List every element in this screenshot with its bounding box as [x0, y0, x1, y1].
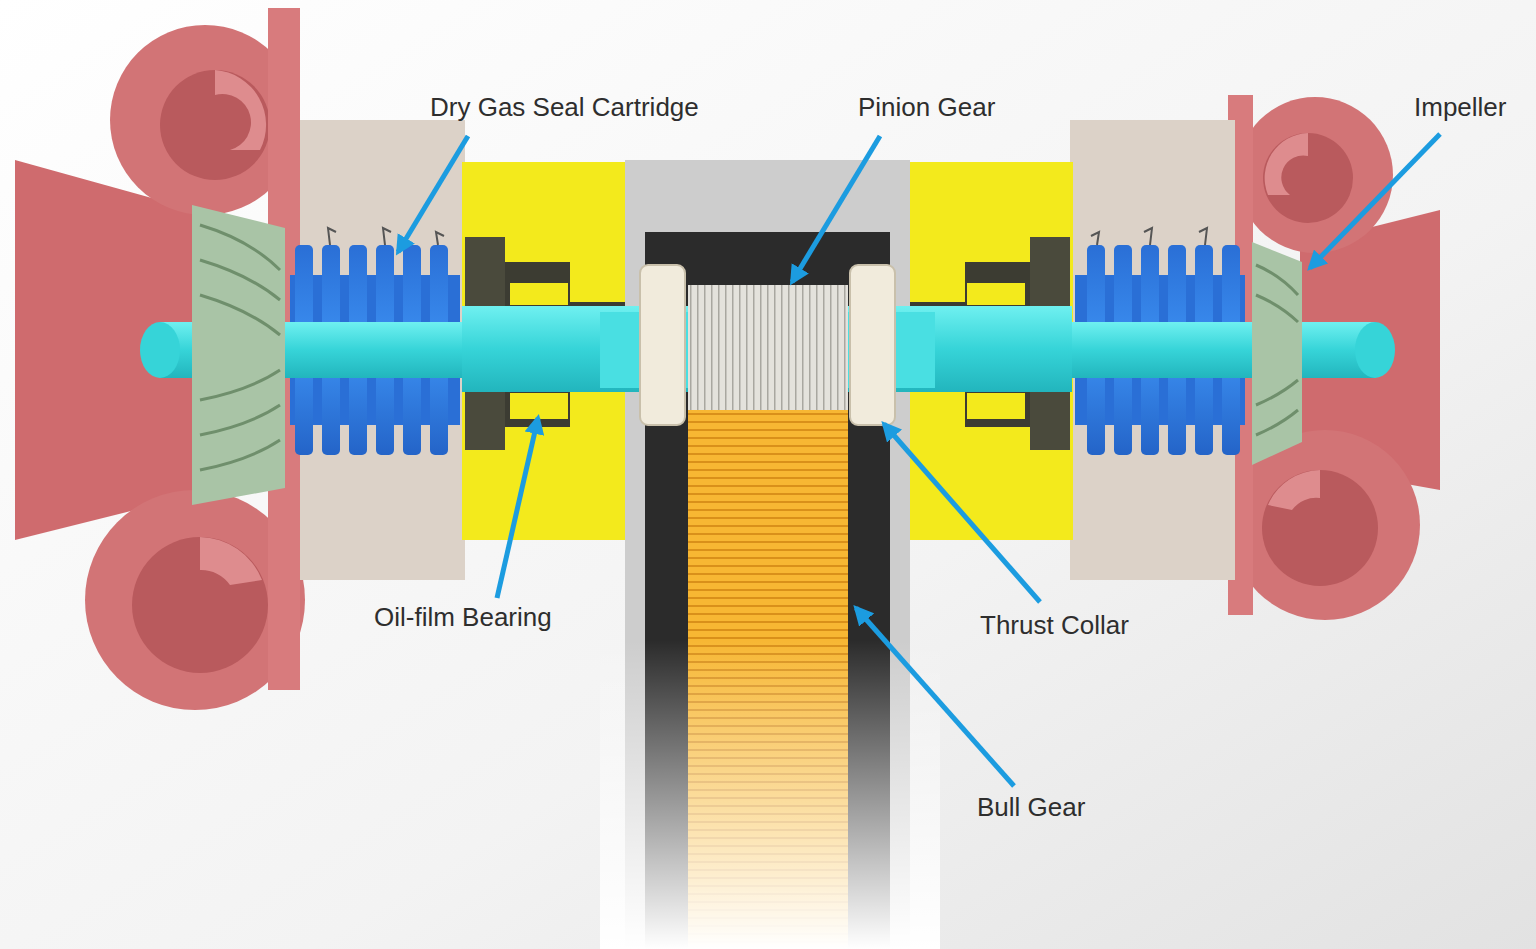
pinion-assembly — [640, 265, 895, 425]
part-label: Thrust Collar — [980, 610, 1129, 641]
leader-lines — [398, 134, 1440, 786]
part-label: Oil-film Bearing — [374, 602, 552, 633]
part-label: Dry Gas Seal Cartridge — [430, 92, 699, 123]
part-label: Impeller — [1414, 92, 1506, 123]
part-label: Pinion Gear — [858, 92, 995, 123]
part-label: Bull Gear — [977, 792, 1085, 823]
left-casing — [15, 8, 305, 710]
fade — [600, 640, 940, 949]
